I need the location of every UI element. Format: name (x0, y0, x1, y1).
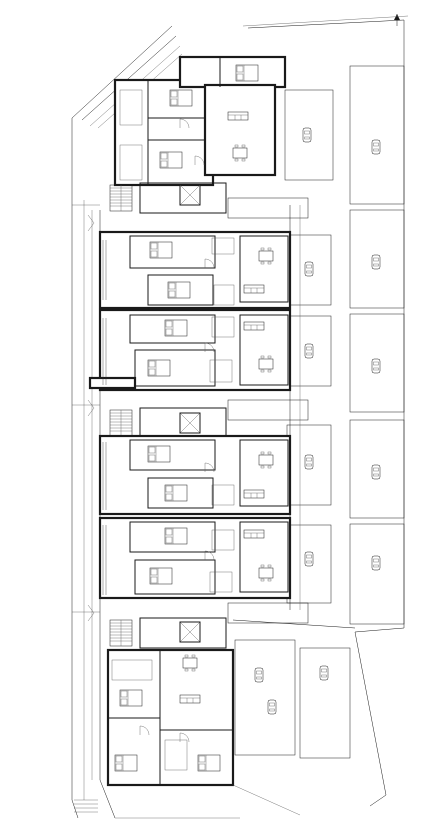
core-1 (109, 182, 309, 219)
stair-icon (109, 619, 133, 647)
car-icon (267, 699, 277, 715)
elevator-icon (179, 184, 201, 206)
core-3 (109, 602, 309, 649)
car-icon (254, 667, 264, 683)
unit-row-1 (98, 230, 292, 310)
car-icon (304, 343, 314, 359)
access-road-bottom (71, 779, 240, 819)
car-icon (371, 555, 381, 571)
car-icon (302, 127, 312, 143)
balcony-strips (102, 240, 107, 595)
stair-icon (74, 799, 98, 813)
north-arrow-icon (394, 14, 400, 26)
car-icon (304, 551, 314, 567)
stair-icon (109, 184, 133, 212)
elevator-icon (179, 412, 201, 434)
unit-row-4 (98, 516, 292, 600)
car-icon (371, 254, 381, 270)
car-icon (371, 139, 381, 155)
stair-icon (109, 409, 133, 437)
car-icon (304, 454, 314, 470)
site-boundary (242, 15, 409, 807)
unit-row-3 (98, 434, 292, 516)
car-icon (319, 665, 329, 681)
top-block (113, 55, 287, 187)
left-walkway (71, 200, 101, 800)
car-icon (371, 358, 381, 374)
elevator-icon (179, 621, 201, 643)
car-icon (304, 261, 314, 277)
right-corridor (232, 205, 356, 816)
unit-row-2 (98, 308, 292, 392)
bottom-block (106, 648, 235, 787)
car-icon (371, 464, 381, 480)
